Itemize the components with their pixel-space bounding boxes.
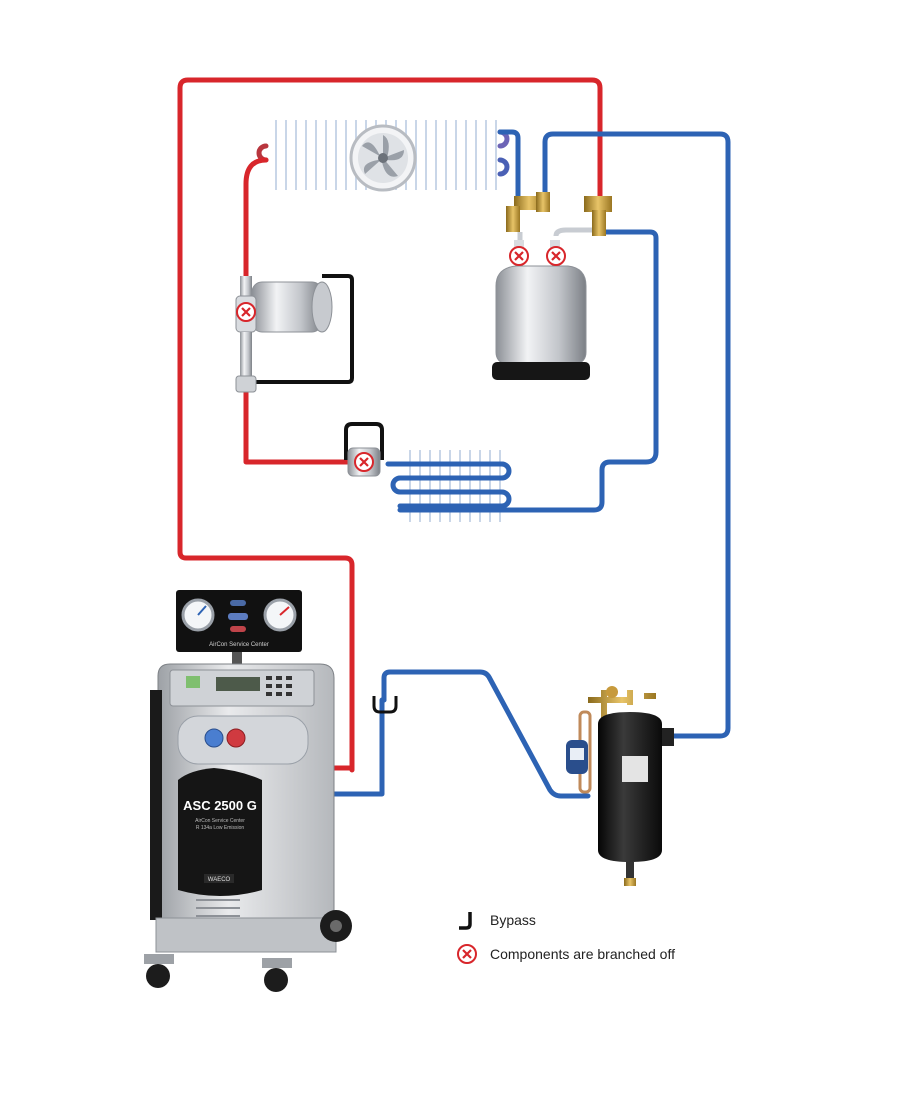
- brand-badge: WAECO: [208, 877, 231, 883]
- bypass-icon: [456, 909, 478, 931]
- bypass-lines: [252, 274, 398, 714]
- legend-item-bypass: Bypass: [456, 906, 756, 934]
- branched-off-marker: [545, 245, 567, 267]
- condenser: [256, 120, 510, 192]
- machine-subtitle-1: AirCon Service Center: [195, 818, 245, 824]
- branched-off-marker: [508, 245, 530, 267]
- drier-component: [235, 276, 333, 393]
- evaporator: [385, 450, 512, 522]
- fan-icon: [349, 124, 417, 192]
- gauge-panel: AirCon Service Center: [176, 590, 302, 652]
- machine-model: ASC 2500 G: [183, 798, 257, 813]
- branched-off-marker: [353, 451, 375, 473]
- machine-subtitle-2: R 134a Low Emission: [196, 825, 245, 831]
- legend: Bypass Components are branched off: [456, 906, 756, 974]
- panel-label: AirCon Service Center: [209, 642, 269, 648]
- receiver-drier: [566, 686, 674, 886]
- compressor: [492, 192, 612, 380]
- branched-off-icon: [456, 943, 478, 965]
- service-machine: AirCon Service Center ASC 2500 G AirCon …: [144, 590, 352, 992]
- expansion-valve: [347, 447, 381, 477]
- legend-item-branched: Components are branched off: [456, 940, 756, 968]
- legend-bypass-label: Bypass: [490, 912, 536, 928]
- branched-off-marker: [235, 301, 257, 323]
- legend-branched-label: Components are branched off: [490, 946, 675, 962]
- low-pressure-lines: [215, 129, 731, 799]
